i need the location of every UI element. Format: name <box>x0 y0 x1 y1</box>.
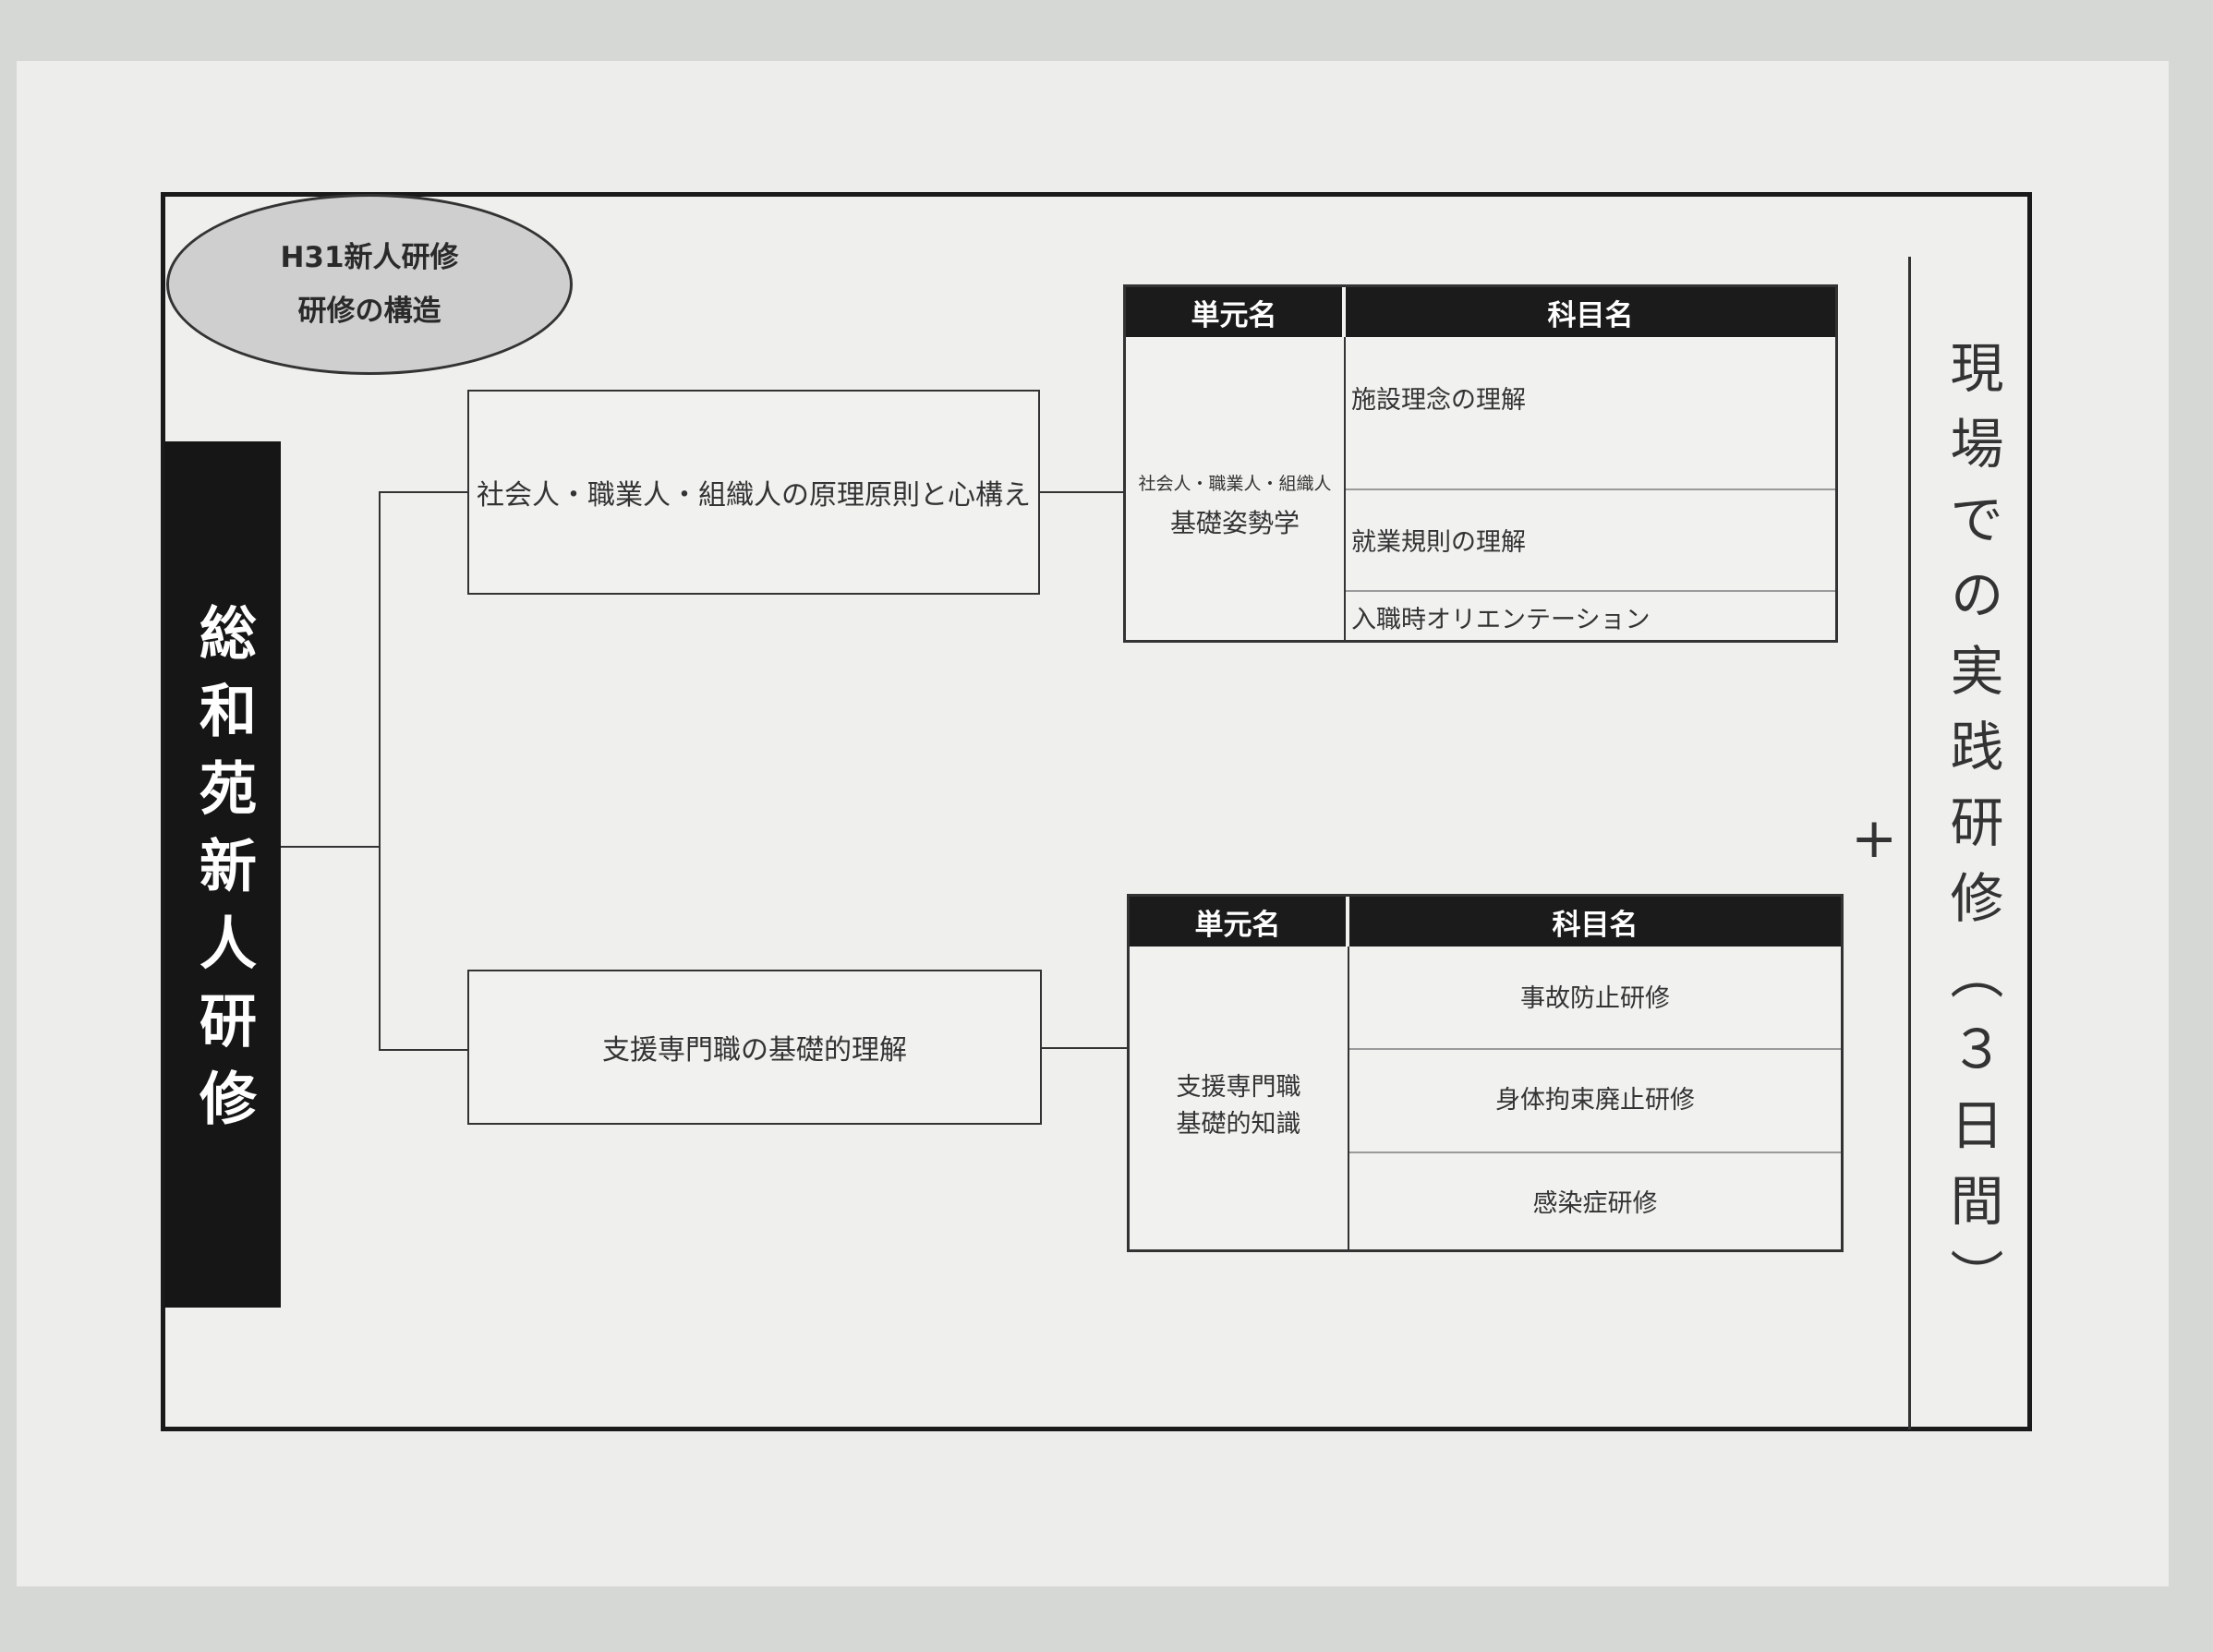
subject-header-2: 科目名 <box>1349 897 1841 947</box>
connector-box2-to-table2 <box>1040 1047 1129 1049</box>
subject-divider <box>1349 1152 1841 1153</box>
ellipse-line-2: 研修の構造 <box>297 295 441 328</box>
connector-bar-to-trunk <box>281 846 381 848</box>
branch-box-1: 社会人・職業人・組織人の原理原則と心構え <box>467 390 1040 595</box>
unit-table-1: 単元名 科目名 社会人・職業人・組織人 基礎姿勢学 施設理念の理解 就業規則の理… <box>1123 284 1838 643</box>
subject-2-1: 事故防止研修 <box>1520 984 1670 1013</box>
unit-cell-2: 支援専門職 基礎的知識 <box>1130 947 1349 1249</box>
unit-header-1: 単元名 <box>1126 287 1342 337</box>
subject-divider <box>1349 1048 1841 1050</box>
subject-header-1: 科目名 <box>1346 287 1835 337</box>
subject-divider <box>1346 590 1835 592</box>
unit-1-main: 基礎姿勢学 <box>1169 508 1300 538</box>
subject-2-2: 身体拘束廃止研修 <box>1495 1086 1695 1115</box>
right-title: 現場での実践研修（３日間） <box>1941 340 2004 1324</box>
unit-2-line-1: 支援専門職 <box>1176 1073 1301 1102</box>
unit-cell-1: 社会人・職業人・組織人 基礎姿勢学 <box>1126 337 1346 640</box>
ellipse-line-1: H31新人研修 <box>280 241 459 274</box>
branch-box-2: 支援専門職の基礎的理解 <box>467 970 1042 1125</box>
subject-1-3: 入職時オリエンテーション <box>1351 606 1651 634</box>
right-panel: 現場での実践研修（３日間） <box>1908 257 2034 1429</box>
plus-sign: + <box>1851 806 1898 871</box>
branch-box-1-label: 社会人・職業人・組織人の原理原則と心構え <box>477 479 1031 512</box>
connector-trunk <box>379 491 381 1051</box>
unit-2-line-2: 基礎的知識 <box>1176 1110 1301 1139</box>
title-ellipse: H31新人研修 研修の構造 <box>166 194 573 375</box>
connector-trunk-to-box1 <box>379 491 469 493</box>
unit-1-small: 社会人・職業人・組織人 <box>1138 474 1332 494</box>
subject-1-1: 施設理念の理解 <box>1351 386 1526 415</box>
subject-1-2: 就業規則の理解 <box>1351 528 1526 557</box>
left-title: 総和苑新人研修 <box>189 603 257 1146</box>
subject-divider <box>1346 488 1835 490</box>
branch-box-2-label: 支援専門職の基礎的理解 <box>602 1034 907 1067</box>
left-title-bar: 総和苑新人研修 <box>164 441 281 1308</box>
subject-2-3: 感染症研修 <box>1532 1189 1658 1218</box>
connector-trunk-to-box2 <box>379 1049 469 1051</box>
connector-box1-to-table1 <box>1038 491 1125 493</box>
unit-table-2: 単元名 科目名 支援専門職 基礎的知識 事故防止研修 身体拘束廃止研修 感染症研… <box>1127 894 1844 1252</box>
unit-header-2: 単元名 <box>1130 897 1346 947</box>
